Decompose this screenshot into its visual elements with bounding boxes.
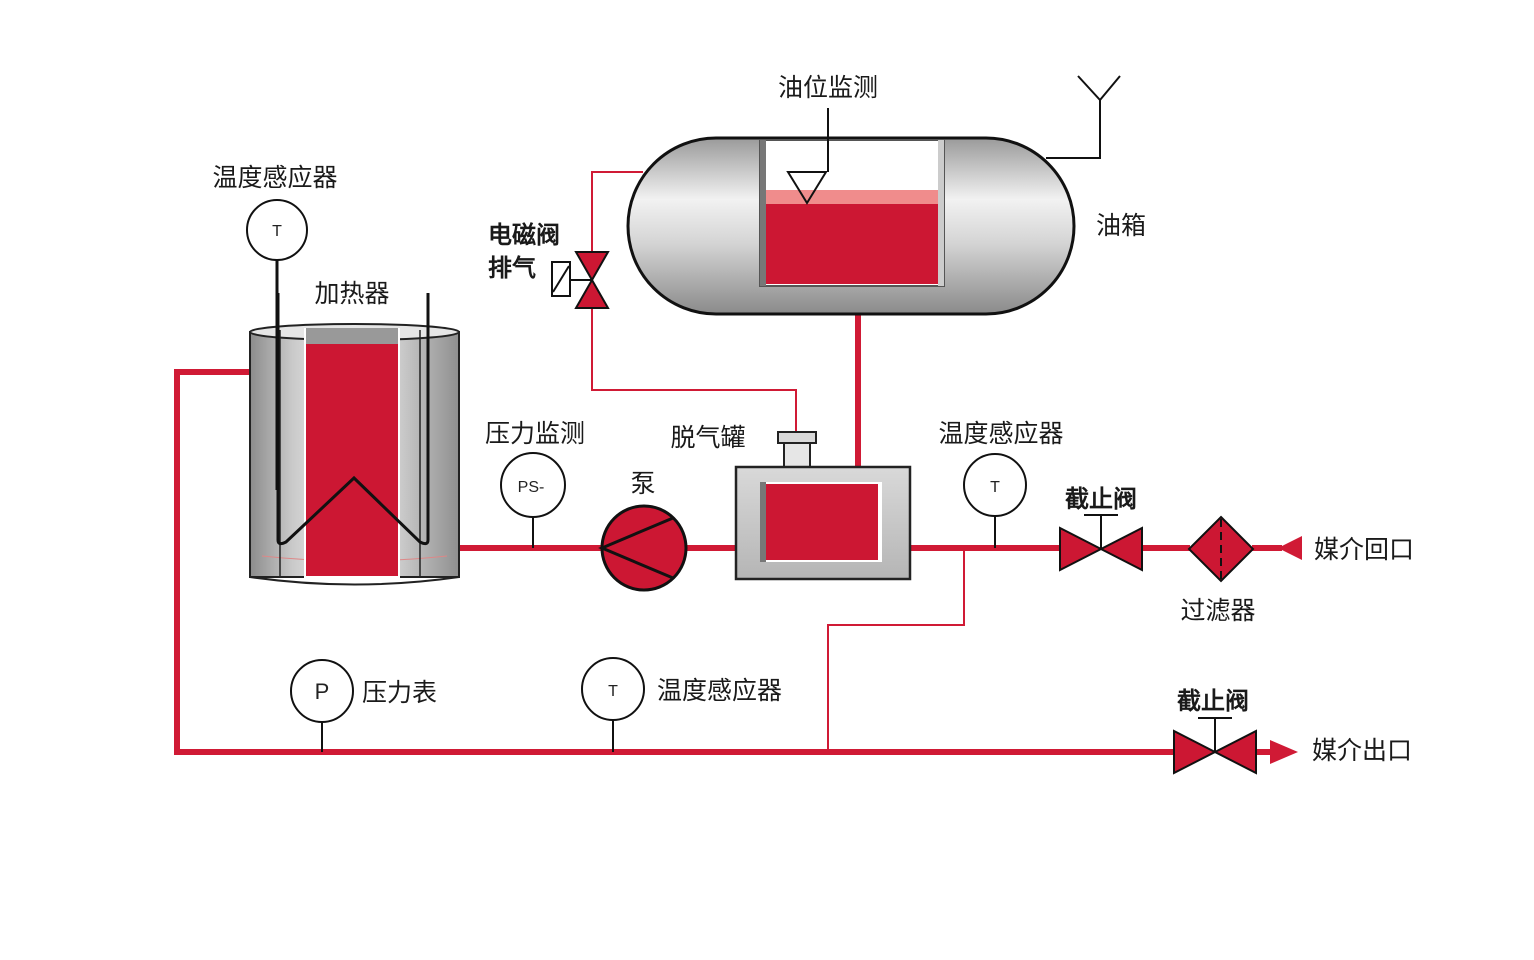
oil-tank — [626, 75, 1121, 316]
vent-line-top — [591, 171, 643, 252]
filter-label: 过滤器 — [1180, 596, 1255, 625]
outlet-arrow — [1270, 740, 1298, 764]
temp-sensor-right-label: 温度感应器 — [938, 419, 1063, 448]
pressure-gauge: P — [290, 659, 354, 752]
temp-sensor-heater-label: 温度感应器 — [212, 163, 337, 192]
temp-sensor-right: T — [963, 453, 1027, 548]
temp-sensor-bottom: T — [581, 657, 645, 752]
pump-label: 泵 — [630, 469, 655, 498]
vent-label: 排气 — [488, 254, 536, 282]
stop-valve-top-label: 截止阀 — [1065, 485, 1137, 513]
pressure-monitor-gauge: PS- — [500, 452, 566, 548]
svg-text:T: T — [990, 479, 1000, 496]
svg-text:T: T — [272, 223, 282, 240]
filter-icon — [1187, 515, 1255, 583]
medium-return-label: 媒介回口 — [1314, 535, 1414, 564]
temp-sensor-heater: T — [246, 199, 308, 261]
svg-text:P: P — [315, 679, 330, 704]
degas-tank — [734, 431, 912, 581]
svg-text:T: T — [608, 683, 618, 700]
pressure-monitor-label: 压力监测 — [485, 419, 585, 448]
pressure-gauge-label: 压力表 — [362, 678, 437, 707]
medium-outlet-label: 媒介出口 — [1312, 736, 1412, 765]
breather-icon — [1077, 75, 1121, 102]
thin-lines — [591, 171, 965, 752]
pump-icon — [598, 504, 688, 592]
main-pipes — [174, 314, 1282, 755]
outlet-pipe — [174, 369, 1175, 755]
degas-tank-label: 脱气罐 — [670, 423, 745, 452]
stop-valve-bottom-icon[interactable] — [1173, 717, 1257, 775]
temp-sensor-bottom-label: 温度感应器 — [657, 676, 782, 705]
heater-label: 加热器 — [314, 279, 389, 308]
vent-line-bottom — [591, 308, 797, 432]
solenoid-valve-label: 电磁阀 — [488, 221, 560, 249]
oil-tank-label: 油箱 — [1096, 211, 1146, 240]
level-indicator-icon — [786, 171, 828, 205]
solenoid-valve-icon — [551, 251, 610, 309]
stop-valve-top-icon[interactable] — [1059, 514, 1143, 572]
return-arrow — [1278, 536, 1302, 560]
heater — [249, 293, 460, 586]
bypass-line — [827, 548, 965, 752]
svg-text:PS-: PS- — [518, 479, 545, 496]
stop-valve-bottom-label: 截止阀 — [1177, 687, 1249, 715]
oil-level-monitor-label: 油位监测 — [778, 73, 878, 102]
